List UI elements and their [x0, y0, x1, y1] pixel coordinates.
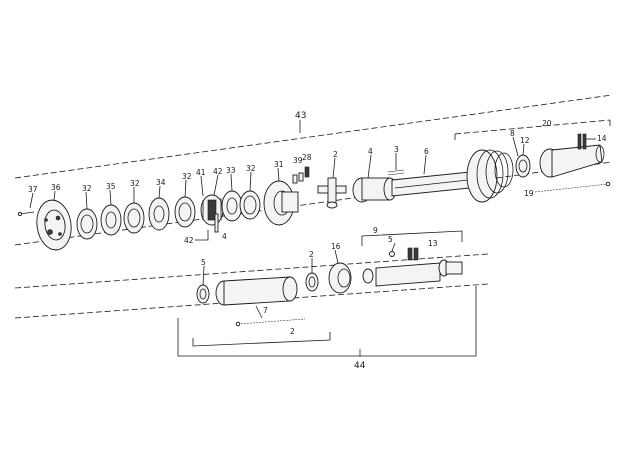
part-14-bolts [577, 133, 587, 150]
label-28: 28 [302, 153, 312, 162]
label-7: 7 [263, 306, 268, 315]
label-39: 39 [293, 156, 303, 165]
part-32-ring-d [239, 190, 261, 220]
label-41: 41 [196, 168, 206, 177]
leader-lines [29, 136, 596, 319]
part-7-chain [235, 318, 306, 327]
label-2-c: 2 [290, 327, 295, 336]
label-6: 6 [424, 147, 429, 156]
part-2-ring-lower [305, 272, 319, 292]
part-39-bolts [292, 166, 310, 184]
label-42-b: 42 [184, 236, 194, 245]
label-13: 13 [428, 239, 438, 248]
label-34: 34 [156, 178, 166, 187]
label-42-a: 42 [213, 167, 223, 176]
part-36-disc [36, 199, 72, 251]
part-32-ring-b [123, 202, 145, 234]
label-43: 43 [295, 111, 306, 121]
part-31-flange [263, 180, 299, 226]
label-16: 16 [331, 242, 341, 251]
part-4-yoke [352, 177, 397, 203]
part-34-plate [148, 197, 170, 231]
part-35-plate [100, 204, 122, 236]
part-32-ring-a [76, 208, 98, 240]
bracket-42-lower [195, 230, 209, 241]
part-13-key [407, 247, 419, 261]
part-37-bolt [17, 211, 35, 217]
bracket-2-lower [192, 332, 331, 347]
label-37: 37 [28, 185, 38, 194]
part-9-ring [362, 268, 374, 284]
part-5-ring [196, 284, 210, 304]
part-lower-tube [215, 276, 298, 306]
label-19: 19 [524, 189, 534, 198]
part-33-plate [221, 190, 243, 222]
label-8: 8 [510, 129, 515, 138]
part-3-screw [387, 169, 405, 176]
label-5-a: 5 [201, 258, 206, 267]
part-lower-shaft [375, 259, 463, 287]
part-6-tube [391, 171, 471, 197]
part-16-cap [328, 262, 352, 294]
label-32-c: 32 [182, 172, 192, 181]
label-4-b: 4 [222, 232, 227, 241]
label-32-a: 32 [82, 184, 92, 193]
label-33: 33 [226, 166, 236, 175]
label-2-b: 2 [309, 250, 314, 259]
label-2-a: 2 [333, 150, 338, 159]
guard-cone [539, 144, 605, 178]
label-3: 3 [394, 145, 399, 154]
part-19-chain [534, 181, 611, 193]
label-9: 9 [373, 226, 378, 235]
label-4-a: 4 [368, 147, 373, 156]
label-36: 36 [51, 183, 61, 192]
label-5-b: 5 [388, 235, 393, 244]
label-20: 20 [542, 119, 552, 128]
part-12-ring [515, 154, 531, 178]
part-32-ring-c [174, 196, 196, 228]
part-2-cross [317, 177, 347, 209]
label-32-d: 32 [246, 164, 256, 173]
bracket-20 [454, 119, 611, 140]
label-35: 35 [106, 182, 116, 191]
label-14: 14 [597, 134, 607, 143]
label-44: 44 [354, 361, 366, 371]
label-31: 31 [274, 160, 284, 169]
part-5-pin [389, 251, 395, 257]
guard-bellows [466, 149, 514, 203]
label-32-b: 32 [130, 179, 140, 188]
part-41-hub [200, 194, 224, 233]
label-12: 12 [520, 136, 530, 145]
bracket-13 [361, 230, 463, 246]
